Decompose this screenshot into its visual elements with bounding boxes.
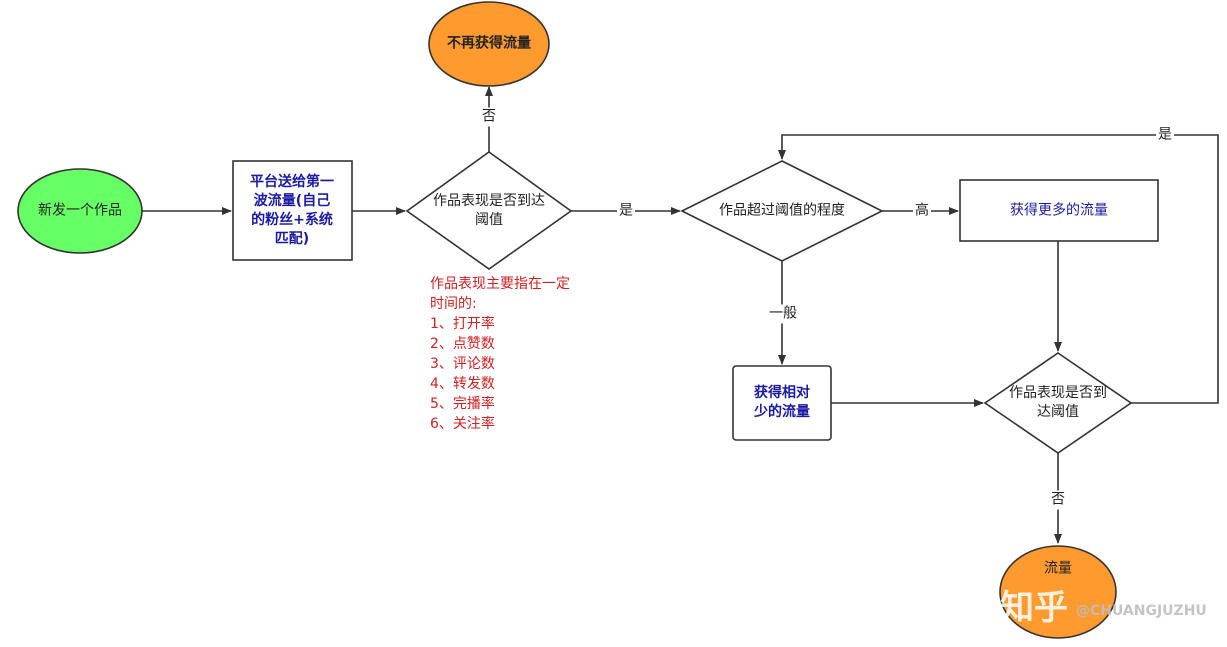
no-traffic-node [428, 1, 550, 87]
note-line: 2、点赞数 [430, 336, 495, 352]
note-line: 1、打开率 [430, 316, 495, 332]
decision1-label: 作品表现是否到达 阈值 [433, 192, 545, 230]
no-traffic-label: 不再获得流量 [447, 35, 531, 52]
start-node [17, 168, 143, 254]
first-traffic-box [232, 160, 353, 261]
watermark-logo: 知乎 [1000, 588, 1068, 628]
edge-loop-yes [778, 134, 1219, 404]
decision1 [405, 151, 573, 270]
note-line: 3、评论数 [430, 356, 495, 372]
less-traffic-box [732, 365, 832, 441]
end-node [999, 545, 1117, 639]
watermark-handle: @CHUANGJUZHU [1076, 603, 1207, 619]
more-traffic-label: 获得更多的流量 [1010, 202, 1108, 219]
performance-note: 作品表现主要指在一定 时间的: 1、打开率 2、点赞数 3、评论数 4、转发数 … [430, 274, 570, 434]
note-line: 4、转发数 [430, 376, 495, 392]
note-line: 6、关注率 [430, 416, 495, 432]
edge-label-yes-loop: 是 [1156, 125, 1174, 145]
line: 波流量(自己 [253, 193, 331, 209]
more-traffic-box [959, 179, 1159, 242]
line: 作品表现是否到 [1009, 385, 1107, 401]
line: 获得相对 [754, 385, 810, 401]
end-label: 流量 [1044, 560, 1072, 577]
edge-label-high: 高 [913, 201, 931, 221]
decision2 [680, 160, 884, 262]
decision2-label: 作品超过阈值的程度 [719, 202, 845, 219]
edge-label-no2: 否 [1049, 490, 1067, 510]
note-line: 5、完播率 [430, 396, 495, 412]
line: 匹配) [274, 231, 310, 247]
start-label: 新发一个作品 [38, 202, 122, 219]
note-line: 时间的: [430, 296, 477, 312]
note-line: 作品表现主要指在一定 [430, 276, 570, 292]
line: 少的流量 [754, 404, 810, 420]
line: 作品表现是否到达 [433, 193, 545, 209]
first-traffic-label: 平台送给第一 波流量(自己 的粉丝+系统 匹配) [250, 173, 334, 249]
line: 阈值 [475, 212, 503, 228]
line: 平台送给第一 [250, 174, 334, 190]
edge-label-yes1: 是 [617, 201, 635, 221]
line: 的粉丝+系统 [251, 212, 333, 228]
less-traffic-label: 获得相对 少的流量 [754, 384, 810, 422]
decision3 [983, 352, 1133, 454]
edge-label-no1: 否 [480, 107, 498, 127]
decision3-label: 作品表现是否到 达阈值 [1009, 384, 1107, 422]
line: 达阈值 [1037, 404, 1079, 420]
edge-label-normal: 一般 [767, 304, 799, 324]
